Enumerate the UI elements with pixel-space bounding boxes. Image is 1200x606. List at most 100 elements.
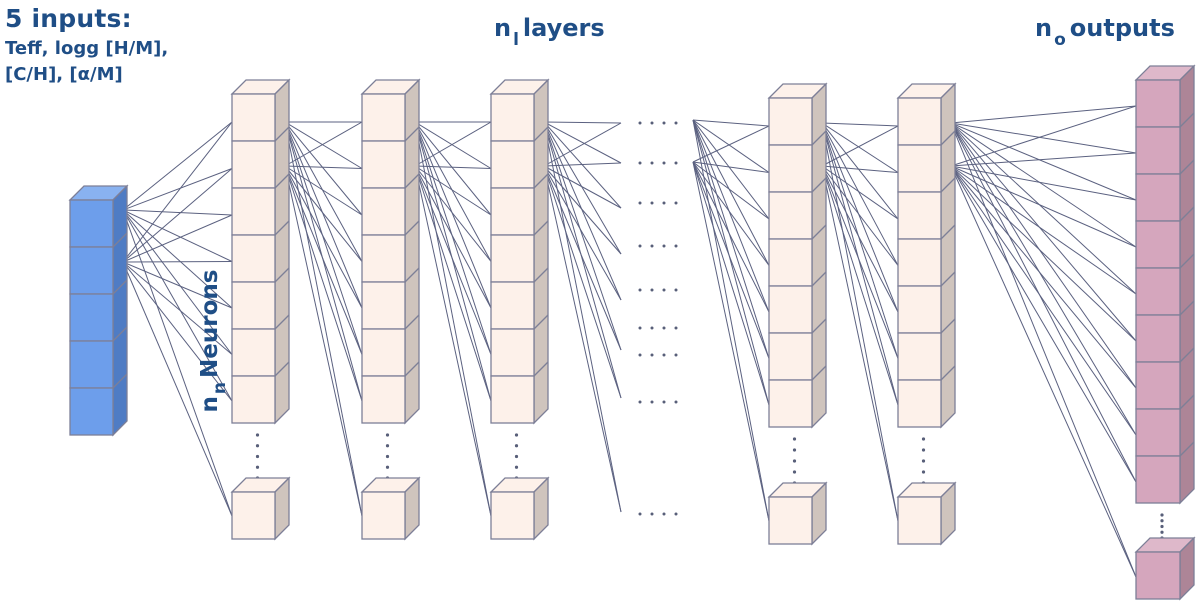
neuron-side-divider <box>940 130 956 146</box>
connection-line <box>414 121 492 167</box>
connection-line <box>284 121 363 262</box>
neuron <box>1135 361 1181 410</box>
cube-front-face <box>1135 551 1181 600</box>
last-neuron <box>767 481 828 546</box>
cube-front-face <box>768 496 813 545</box>
neuron <box>490 93 535 142</box>
ellipsis-dot <box>674 244 678 248</box>
neuron <box>231 328 276 377</box>
output-layer <box>1134 64 1196 601</box>
connection-line <box>284 165 363 309</box>
ellipsis-dot <box>650 201 654 205</box>
connection-line <box>821 122 899 173</box>
connection-line <box>821 122 899 406</box>
connection-line <box>284 121 363 167</box>
neuron <box>69 199 114 248</box>
hidden-layer-1 <box>230 78 291 541</box>
neuron-side-divider <box>274 361 290 377</box>
ellipsis-row <box>638 288 678 292</box>
connection-line <box>122 261 233 355</box>
connection-line <box>821 122 899 266</box>
neuron <box>1135 79 1181 128</box>
connection-line <box>284 121 363 309</box>
connection-line <box>950 165 1137 342</box>
connection-line <box>122 209 233 355</box>
ellipsis-dot <box>662 161 666 165</box>
connection-line <box>950 122 1137 578</box>
truncation-dot <box>1160 513 1164 517</box>
truncation-dot <box>255 444 260 448</box>
truncation-dot <box>514 433 519 437</box>
connection-line <box>692 119 770 266</box>
ellipsis-row <box>638 353 678 357</box>
connection-line <box>284 121 363 517</box>
ellipsis-dot <box>662 353 666 357</box>
neuron <box>490 187 535 236</box>
connection-line <box>543 121 622 513</box>
neuron-side-divider <box>811 224 827 240</box>
neuron-side-divider <box>533 314 549 330</box>
neuron-side-divider <box>533 126 549 142</box>
ellipsis-dot <box>674 326 678 330</box>
neuron <box>490 140 535 189</box>
connection-line <box>122 168 233 263</box>
connections-layer-5-to-outputs <box>950 105 1137 578</box>
truncation-dot <box>921 459 926 463</box>
ellipsis-dot <box>638 201 642 205</box>
neuron <box>69 340 114 389</box>
connection-line <box>122 209 233 309</box>
connection-line <box>692 161 770 266</box>
ellipsis-row <box>638 400 678 404</box>
layers-variable: n <box>494 14 512 42</box>
truncation-dot <box>792 437 797 441</box>
neuron-side-divider <box>811 318 827 334</box>
neuron-side-divider <box>940 271 956 287</box>
truncation-dot <box>921 470 926 474</box>
connection-line <box>950 165 1137 201</box>
neuron <box>897 285 942 334</box>
ellipsis-row <box>638 201 678 205</box>
neuron <box>1135 220 1181 269</box>
neuron <box>231 281 276 330</box>
connection-line <box>543 165 622 209</box>
truncation-dot <box>792 448 797 452</box>
ellipsis-dot <box>638 353 642 357</box>
neuron <box>490 328 535 377</box>
ellipsis-dot <box>650 161 654 165</box>
last-neuron <box>230 476 291 541</box>
ellipsis-dot <box>638 512 642 516</box>
connection-line <box>414 165 492 402</box>
connection-line <box>543 121 622 399</box>
connections-layer-2-to-3 <box>414 121 492 517</box>
connection-line <box>692 161 770 359</box>
neuron <box>69 387 114 436</box>
connection-line <box>950 122 1137 342</box>
connection-line <box>122 209 233 262</box>
connection-line <box>692 161 770 313</box>
ellipsis-dot <box>674 353 678 357</box>
ellipsis-dot <box>662 512 666 516</box>
ellipsis-dot <box>662 244 666 248</box>
connection-line <box>692 161 770 220</box>
ellipsis-dot <box>650 288 654 292</box>
neuron <box>897 332 942 381</box>
connection-line <box>950 152 1137 167</box>
truncation-dot <box>255 433 260 437</box>
connection-line <box>284 165 363 517</box>
neuron <box>768 238 813 287</box>
neuron-side-divider <box>404 314 420 330</box>
outputs-text: outputs <box>1069 14 1175 42</box>
connection-line <box>692 119 770 127</box>
truncation-dot <box>385 454 390 459</box>
connection-line <box>692 119 770 220</box>
connection-line <box>284 165 363 402</box>
neuron <box>361 328 406 377</box>
truncation-dot <box>921 448 926 452</box>
connection-line <box>543 165 622 255</box>
last-neuron <box>896 481 957 546</box>
neuron <box>361 140 406 189</box>
neuron-side-divider <box>112 232 128 248</box>
neuron <box>231 93 276 142</box>
connection-line <box>692 161 770 406</box>
connection-line <box>284 165 363 355</box>
